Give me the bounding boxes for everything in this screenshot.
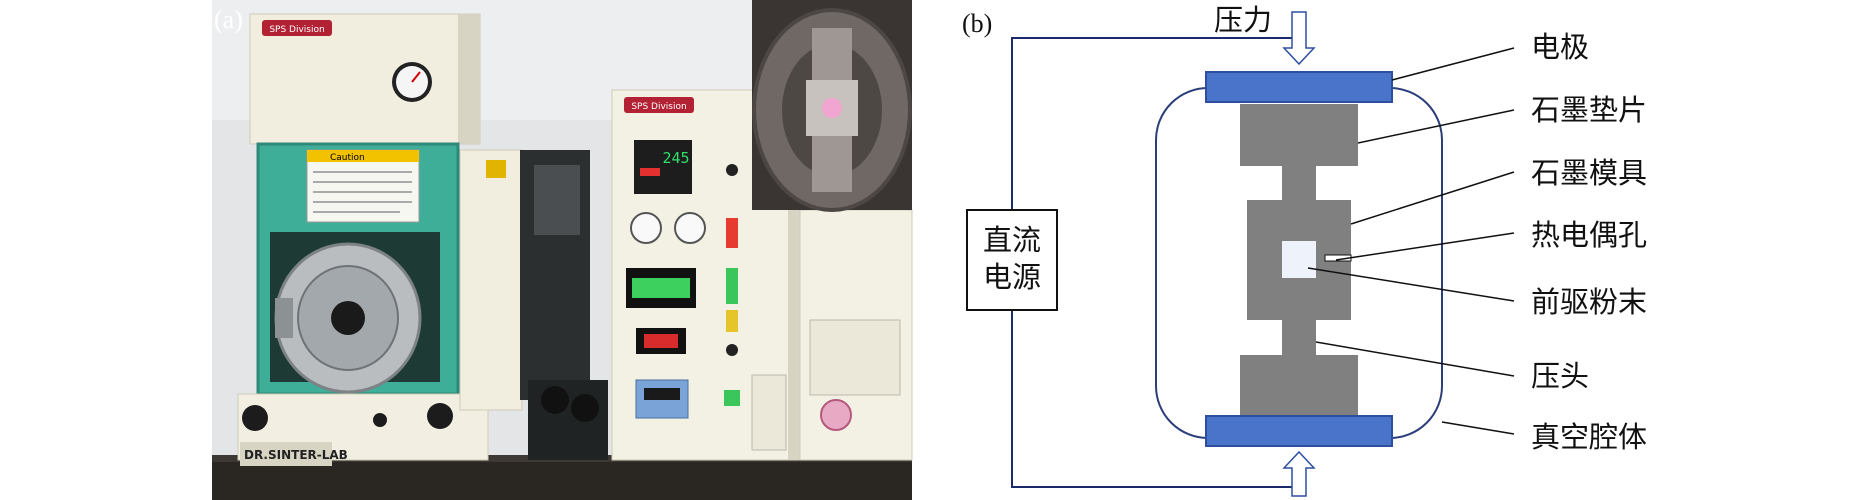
label-punch: 压头 xyxy=(1531,359,1589,393)
label-electrode: 电极 xyxy=(1531,30,1589,64)
panel-a-photo: SPS Division Caution DR.SINTER-LAB xyxy=(212,0,913,500)
knob-left xyxy=(242,405,268,431)
header-plate-left xyxy=(262,20,332,36)
header-plate-right xyxy=(624,97,694,113)
power-source-line2: 电源 xyxy=(983,260,1041,294)
door-latch xyxy=(275,298,293,338)
panel-b-label: (b) xyxy=(962,9,992,38)
leader-punch xyxy=(1315,341,1515,377)
circuit-wire-bottom xyxy=(1011,310,1298,488)
label-precursor-powder: 前驱粉末 xyxy=(1531,285,1647,319)
knob-right xyxy=(427,403,453,429)
circuit-wire-top xyxy=(1011,37,1298,210)
chamber-viewport xyxy=(331,301,365,335)
middle-column xyxy=(459,149,523,411)
meter-right xyxy=(674,212,706,244)
leader-powder xyxy=(1307,267,1515,302)
graphite-spacer-top xyxy=(1240,104,1358,166)
power-source-line1: 直流 xyxy=(983,223,1041,257)
inset-glow xyxy=(822,98,842,118)
pressure-arrow-top xyxy=(1282,11,1316,66)
precursor-powder xyxy=(1282,241,1316,278)
temperature-controller xyxy=(634,140,692,194)
side-cabinet-panel xyxy=(809,319,901,396)
electrode-top xyxy=(1205,71,1393,103)
upper-cabinet-side xyxy=(458,14,480,144)
pump-base xyxy=(528,380,608,460)
leader-electrode xyxy=(1391,47,1515,81)
table-edge xyxy=(212,462,912,500)
caution-title: Caution xyxy=(330,153,365,163)
panel-a-label: (a) xyxy=(214,5,243,34)
pressure-gauge-needle xyxy=(411,71,421,83)
brand-plate xyxy=(240,442,332,466)
leader-vacuum-chamber xyxy=(1441,421,1515,435)
header-plate-right-text: SPS Division xyxy=(631,102,686,112)
leader-graphite-spacer xyxy=(1357,109,1515,144)
pressure-arrow-bottom xyxy=(1282,450,1316,497)
caution-sign-header xyxy=(307,150,419,162)
cabinet-door-lower xyxy=(751,374,787,451)
leader-graphite-die xyxy=(1350,171,1515,225)
panel-b-diagram: (b) 直流 电源 压力 xyxy=(962,3,1647,497)
label-graphite-spacer: 石墨垫片 xyxy=(1531,93,1647,127)
meter-left xyxy=(630,212,662,244)
label-vacuum-chamber: 真空腔体 xyxy=(1531,420,1647,454)
temp-display: 245 xyxy=(662,149,689,167)
dc-power-source xyxy=(966,209,1058,311)
header-plate-left-text: SPS Division xyxy=(269,25,324,35)
graphite-spacer-bottom xyxy=(1240,355,1358,415)
pump-block xyxy=(534,165,580,235)
pressure-label: 压力 xyxy=(1214,3,1272,37)
knob-center xyxy=(373,413,387,427)
electrode-bottom xyxy=(1205,415,1393,447)
warning-label xyxy=(486,160,506,178)
machine-brand: DR.SINTER-LAB xyxy=(244,448,348,462)
emergency-stop xyxy=(820,399,852,431)
label-thermocouple-hole: 热电偶孔 xyxy=(1531,218,1647,252)
label-graphite-die: 石墨模具 xyxy=(1531,156,1647,190)
leader-thermocouple xyxy=(1335,232,1515,261)
